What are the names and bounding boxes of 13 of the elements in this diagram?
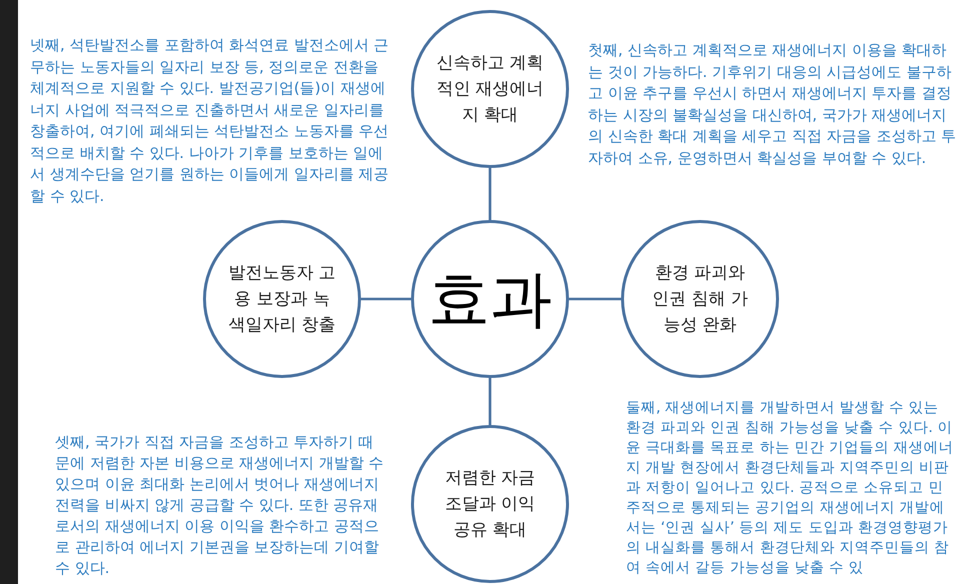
connector-line [488, 378, 492, 425]
connector-line [569, 298, 621, 300]
circle-label: 신속하고 계획적인 재생에너지 확대 [435, 52, 545, 127]
description-paragraph: 셋째, 국가가 직접 자금을 조성하고 투자하기 때문에 저렴한 자본 비용으로 재생에너지 개발할 수 있으며 이윤 최대화 논리에서 벗어나 재생에너지 전력을 비싸지 않게 공급할 수 있다. 또한 공유재로서의 재생에너지 이용 이익을 환수하고 공적으로 관리하여 에너지 기본권을 보장하는데 기여할 수 있다. [55, 432, 385, 579]
connector-line [361, 298, 411, 300]
circle-label: 환경 파괴와 인권 침해 가능성 완화 [651, 262, 749, 337]
circle-label: 저렴한 자금 조달과 이익 공유 확대 [444, 467, 536, 542]
circle-label: 발전노동자 고용 보장과 녹색일자리 창출 [227, 262, 337, 337]
connector-line [488, 168, 492, 220]
description-paragraph: 첫째, 신속하고 계획적으로 재생에너지 이용을 확대하는 것이 가능하다. 기후위기 대응의 시급성에도 불구하고 이윤 추구를 우선시 하면서 재생에너지 투자를 결정하는 시장의 불확실성을 대신하여, 국가가 재생에너지의 신속한 확대 계획을 세우고 직접 자금을 조성하고 투자하여 소유, 운영하면서 확실성을 부여할 수 있다. [588, 40, 958, 168]
center-label: 효과 [428, 264, 552, 334]
description-paragraph: 넷째, 석탄발전소를 포함하여 화석연료 발전소에서 근무하는 노동자들의 일자리 보장 등, 정의로운 전환을 체계적으로 지원할 수 있다. 발전공기업(들)이 재생에너지 사업에 적극적으로 진출하면서 새로운 일자리를 창출하여, 여기에 폐쇄되는 석탄발전소 노동자를 우선적으로 배치할 수 있다. 나아가 기후를 보호하는 일에서 생계수단을 얻기를 원하는 이들에게 일자리를 제공할 수 있다. [30, 35, 390, 206]
description-paragraph: 둘째, 재생에너지를 개발하면서 발생할 수 있는 환경 파괴와 인권 침해 가능성을 낮출 수 있다. 이윤 극대화를 목표로 하는 민간 기업들의 재생에너지 개발 현장에서 환경단체들과 지역주민의 비판과 저항이 일어나고 있다. 공적으로 소유되고 민주적으로 통제되는 공기업의 재생에너지 개발에서는 ‘인권 실사’ 등의 제도 도입과 환경영향평가의 내실화를 통해서 환경단체와 지역주민들의 참여 속에서 갈등 가능성을 낮출 수 있 [626, 399, 955, 578]
